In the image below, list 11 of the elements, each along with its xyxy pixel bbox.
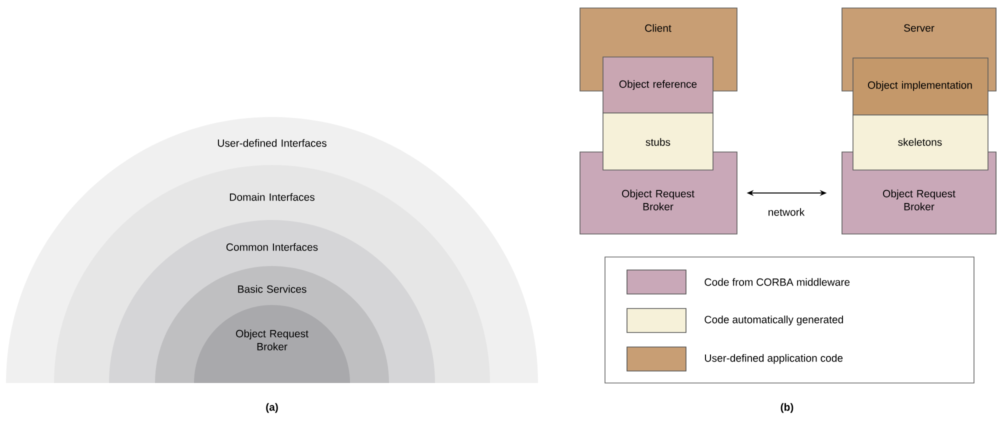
- layer-semicircle: Object Request Broker: [194, 305, 350, 383]
- layer-box: Object implementation: [852, 58, 988, 116]
- legend-label: Code from CORBA middleware: [704, 278, 850, 286]
- layer-box: Object reference: [602, 56, 714, 114]
- legend-label: Code automatically generated: [704, 316, 843, 326]
- layer-box: skeletons: [852, 114, 988, 170]
- layer-box: stubs: [602, 112, 714, 170]
- legend-label: User-defined application code: [705, 354, 843, 364]
- panel-label: (a): [266, 403, 278, 413]
- edge-label: network: [768, 208, 805, 216]
- panel-label: (b): [780, 403, 794, 413]
